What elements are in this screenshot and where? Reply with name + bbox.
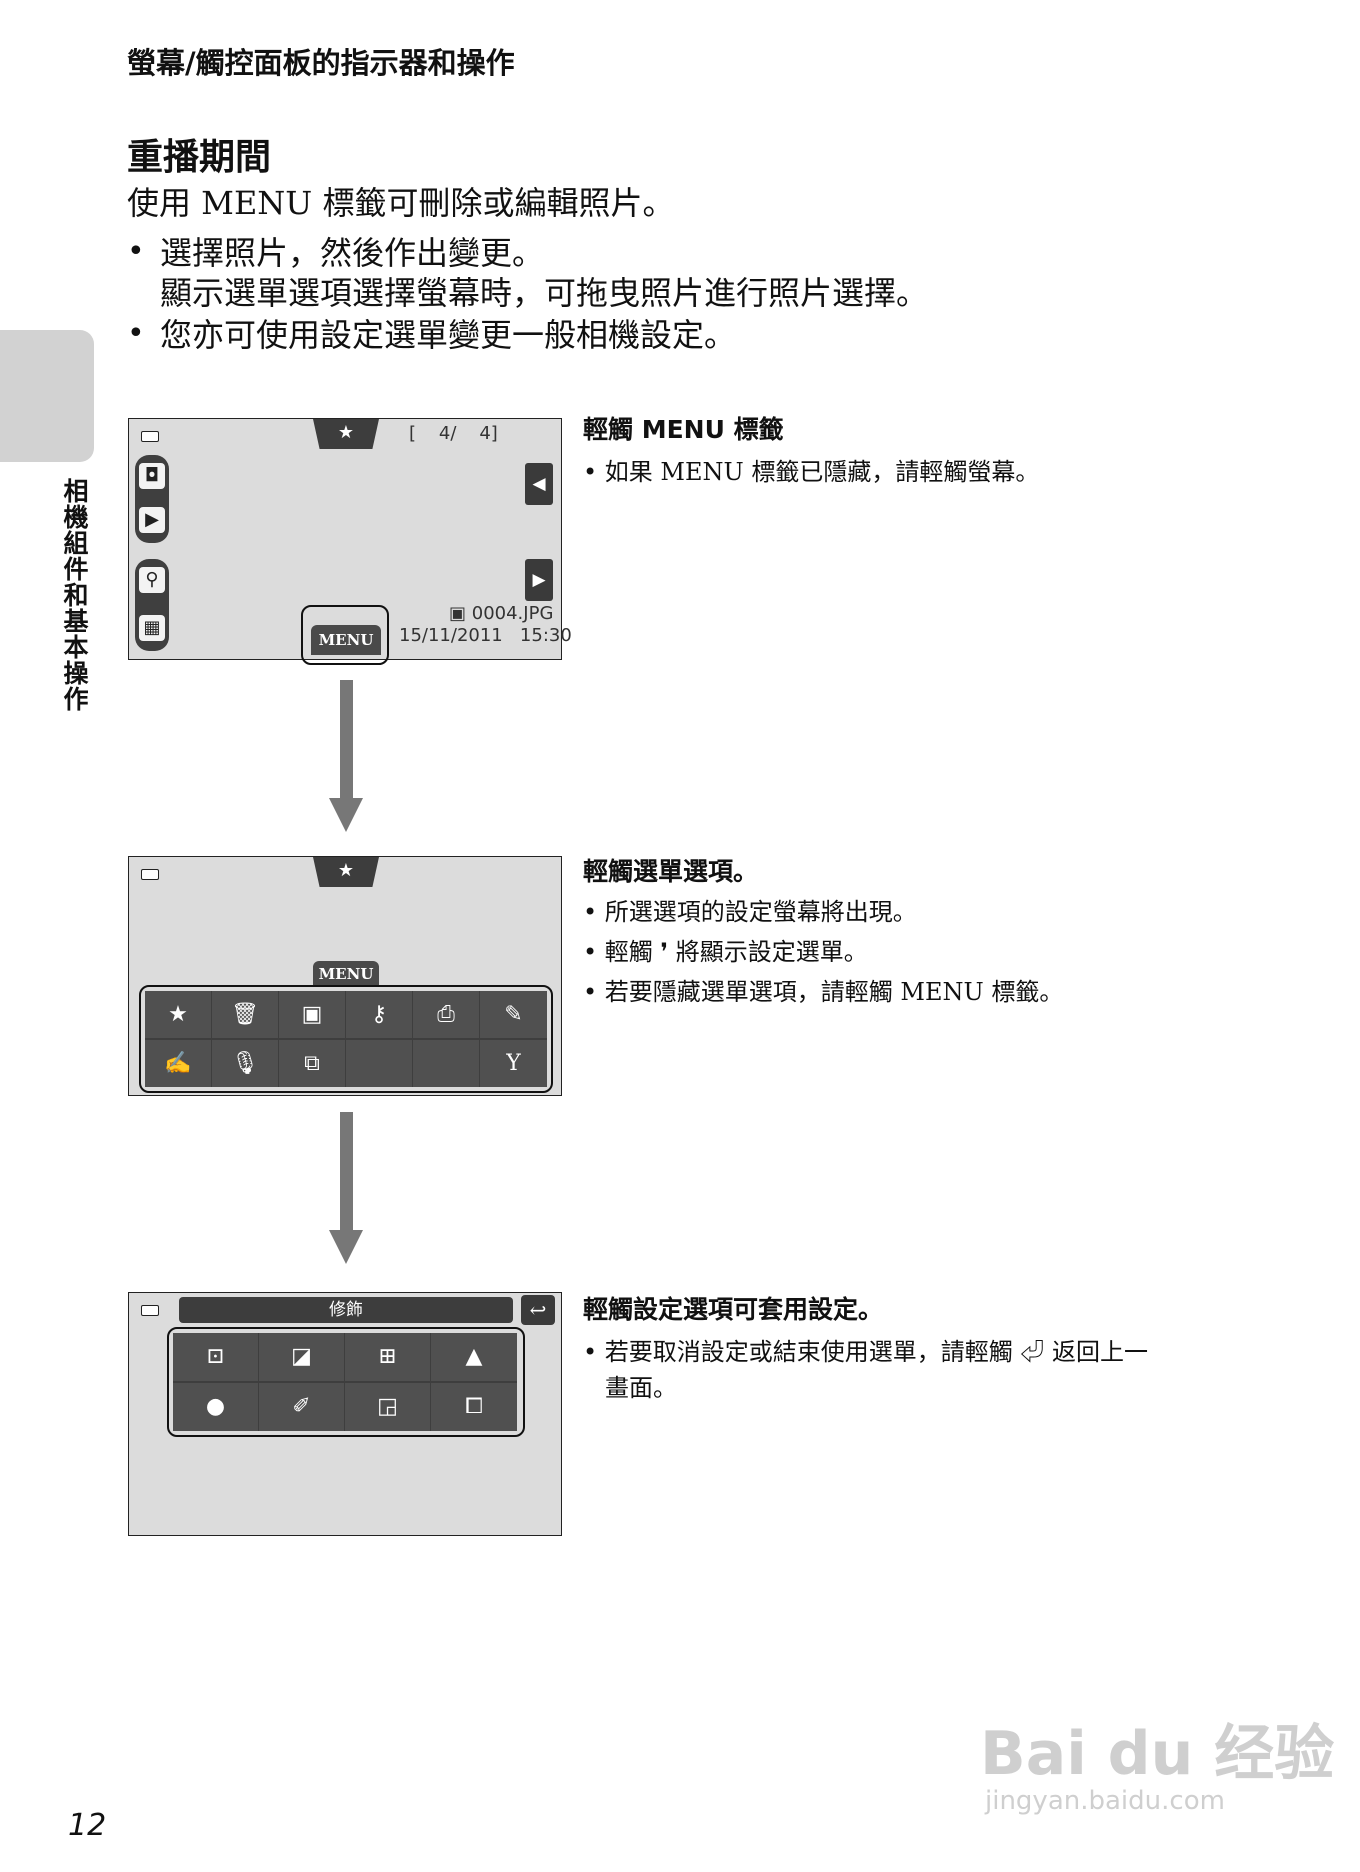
step-2-item-1: • 所選選項的設定螢幕將出現。	[583, 898, 917, 926]
thumbnail-icon[interactable]: ▦	[139, 615, 165, 641]
image-counter: [ 4/ 4]	[409, 423, 498, 444]
step-1-item-text: 如果 MENU 標籤已隱藏，請輕觸螢幕。	[604, 458, 1040, 486]
file-name: ▣ 0004.JPG	[449, 603, 553, 624]
retouch-options-panel: ⊡ ◪ ⊞ ▲ ● ✐ ◲ ⧠	[173, 1333, 517, 1431]
camera-screen-playback: ★ [ 4/ 4] ◘ ▶ ⚲ ▦ ◀ ▶ ▣ 0004.JPG 15/11/2…	[128, 418, 572, 665]
quick-retouch-icon[interactable]: ⊡	[173, 1333, 258, 1381]
menu-tab[interactable]: MENU	[311, 625, 381, 655]
bullet-2: 您亦可使用設定選單變更一般相機設定。	[160, 316, 737, 354]
step-2-item-2: • 輕觸 ❜ 將顯示設定選單。	[583, 938, 868, 966]
step-2-item-2-text: 輕觸 ❜ 將顯示設定選單。	[604, 938, 868, 966]
edit-option-icon[interactable]: ✍	[145, 1040, 211, 1087]
favorites-option-icon[interactable]: ★	[145, 991, 211, 1038]
menu-tab-highlight	[301, 605, 389, 665]
crop-copy-icon[interactable]: ⧠	[431, 1383, 517, 1431]
flow-arrow	[340, 680, 353, 798]
step-2-item-3-text: 若要隱藏選單選項，請輕觸 MENU 標籤。	[604, 978, 1064, 1006]
camera-screen-retouch: 修飾 ↩ ⊡ ◪ ⊞ ▲ ● ✐ ◲ ⧠	[128, 1292, 562, 1536]
copy-option-icon[interactable]: ⧉	[279, 1040, 345, 1087]
mode-pill: ◘ ▶	[135, 455, 169, 543]
empty-option-cell	[413, 1040, 479, 1087]
menu-options-panel: ★ 🗑 ▣ ⚷ ⎙ ✎ ✍ 🎙 ⧉ Y	[145, 991, 547, 1087]
retouch-options-highlight	[167, 1327, 525, 1437]
step-3-item-continuation: 畫面。	[605, 1374, 677, 1402]
camera-screen-menu: ★ MENU ★ 🗑 ▣ ⚷ ⎙ ✎ ✍ 🎙 ⧉ Y	[128, 856, 562, 1096]
paint-icon[interactable]: ✐	[259, 1383, 344, 1431]
step-1-title: 輕觸 MENU 標籤	[583, 415, 784, 444]
zoom-pill: ⚲ ▦	[135, 559, 169, 651]
glamour-retouch-icon[interactable]: ●	[173, 1383, 258, 1431]
menu-tab[interactable]: MENU	[313, 961, 379, 987]
flow-arrow-head	[329, 1230, 363, 1264]
protect-option-icon[interactable]: ⚷	[346, 991, 412, 1038]
playback-icon[interactable]: ▶	[139, 507, 165, 533]
delete-option-icon[interactable]: 🗑	[212, 991, 278, 1038]
step-3-item-text: 若要取消設定或結束使用選單，請輕觸 ⏎ 返回上一	[604, 1338, 1149, 1366]
title-bar: 修飾	[179, 1297, 513, 1323]
bullet-1: 選擇照片，然後作出變更。	[160, 234, 545, 272]
side-tab	[0, 330, 94, 462]
step-2-item-3: • 若要隱藏選單選項，請輕觸 MENU 標籤。	[583, 978, 1064, 1006]
print-order-option-icon[interactable]: ⎙	[413, 991, 479, 1038]
voice-memo-option-icon[interactable]: 🎙	[212, 1040, 278, 1087]
flow-arrow	[340, 1112, 353, 1230]
small-picture-icon[interactable]: ◲	[345, 1383, 430, 1431]
section-title: 重播期間	[127, 136, 272, 178]
battery-icon	[141, 1305, 159, 1316]
slideshow-option-icon[interactable]: ▣	[279, 991, 345, 1038]
empty-option-cell	[346, 1040, 412, 1087]
side-label: 相機組件和基本操作	[60, 478, 89, 712]
zoom-icon[interactable]: ⚲	[139, 567, 165, 593]
running-head: 螢幕/觸控面板的指示器和操作	[127, 46, 515, 80]
bullet-marker: •	[127, 234, 145, 269]
page-number: 12	[68, 1808, 107, 1843]
next-image-button[interactable]: ▶	[525, 559, 553, 601]
favorites-tab[interactable]: ★	[313, 857, 379, 887]
watermark-logo: Bai du 经验	[980, 1719, 1335, 1789]
intro-text: 使用 MENU 標籤可刪除或編輯照片。	[127, 184, 675, 222]
bullet-marker: •	[127, 316, 145, 351]
retouch-option-icon[interactable]: ✎	[480, 991, 547, 1038]
step-3-item: • 若要取消設定或結束使用選單，請輕觸 ⏎ 返回上一	[583, 1338, 1149, 1366]
step-1-item: • 如果 MENU 標籤已隱藏，請輕觸螢幕。	[583, 458, 1040, 486]
image-size-icon: ▣	[449, 603, 467, 624]
wrench-icon[interactable]: Y	[480, 1040, 547, 1087]
camera-icon[interactable]: ◘	[139, 463, 165, 489]
favorites-tab[interactable]: ★	[313, 419, 379, 449]
file-name-text: 0004.JPG	[471, 603, 554, 624]
filter-effects-icon[interactable]: ▲	[431, 1333, 517, 1381]
watermark-url: jingyan.baidu.com	[985, 1786, 1225, 1816]
date-time: 15/11/2011 15:30	[399, 625, 572, 646]
d-lighting-icon[interactable]: ◪	[259, 1333, 344, 1381]
previous-image-button[interactable]: ◀	[525, 463, 553, 505]
back-icon[interactable]: ↩	[521, 1295, 555, 1325]
battery-icon	[141, 431, 159, 442]
skin-softening-icon[interactable]: ⊞	[345, 1333, 430, 1381]
step-3-title: 輕觸設定選項可套用設定。	[583, 1295, 884, 1324]
step-2-item-1-text: 所選選項的設定螢幕將出現。	[604, 898, 917, 926]
battery-icon	[141, 869, 159, 880]
options-highlight	[139, 985, 553, 1093]
bullet-1-continuation: 顯示選單選項選擇螢幕時，可拖曳照片進行照片選擇。	[160, 274, 929, 312]
flow-arrow-head	[329, 798, 363, 832]
step-2-title: 輕觸選單選項。	[583, 857, 759, 886]
